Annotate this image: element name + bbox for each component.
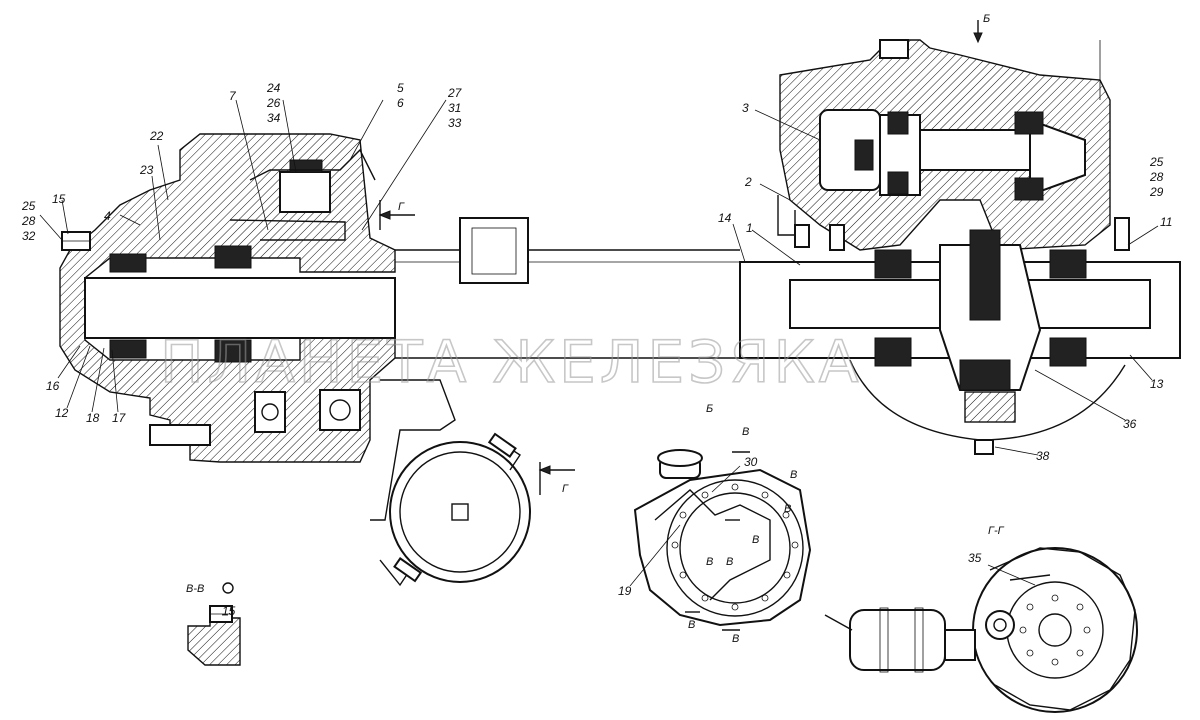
callout-1: 1 bbox=[746, 221, 753, 235]
section-gg-title: Г-Г bbox=[988, 525, 1005, 537]
differential-assembly bbox=[739, 20, 1181, 455]
section-vv-detail bbox=[187, 582, 241, 666]
callout-28-left: 28 bbox=[21, 214, 36, 228]
callout-7: 7 bbox=[229, 89, 237, 103]
arrow-v-5: В bbox=[706, 556, 713, 568]
callout-15-section: 15 bbox=[222, 604, 236, 618]
section-vv-title: В-В bbox=[186, 583, 204, 595]
callout-27: 27 bbox=[447, 86, 463, 100]
left-hub-assembly bbox=[59, 133, 740, 587]
callout-17: 17 bbox=[112, 411, 127, 425]
arrow-b-label: Б bbox=[983, 13, 990, 25]
callout-31: 31 bbox=[448, 101, 461, 115]
callout-3: 3 bbox=[742, 101, 749, 115]
section-gg-brake bbox=[824, 547, 1138, 713]
arrow-v-7: В bbox=[688, 619, 695, 631]
callout-12: 12 bbox=[55, 406, 69, 420]
callout-25-left: 25 bbox=[21, 199, 36, 213]
callout-16: 16 bbox=[46, 379, 60, 393]
leader-lines bbox=[39, 99, 1159, 616]
callout-labels: 7 24 26 34 5 6 27 31 33 22 23 15 25 28 3… bbox=[21, 81, 1172, 618]
section-arrow-g-top bbox=[378, 200, 415, 230]
callout-2: 2 bbox=[744, 175, 752, 189]
callout-18: 18 bbox=[86, 411, 100, 425]
arrow-v-1: В bbox=[742, 426, 749, 438]
section-arrow-g-bottom bbox=[538, 462, 575, 495]
arrow-g-bottom-label: Г bbox=[562, 483, 569, 495]
callout-11: 11 bbox=[1160, 215, 1172, 229]
callout-13: 13 bbox=[1150, 377, 1164, 391]
arrow-v-2: В bbox=[790, 469, 797, 481]
callout-30: 30 bbox=[744, 455, 758, 469]
arrow-v-4: В bbox=[752, 534, 759, 546]
callout-14: 14 bbox=[718, 211, 732, 225]
callout-5: 5 bbox=[397, 81, 404, 95]
callout-36: 36 bbox=[1123, 417, 1137, 431]
view-b-title: Б bbox=[706, 403, 713, 415]
callout-38: 38 bbox=[1036, 449, 1050, 463]
callout-33: 33 bbox=[448, 116, 462, 130]
callout-29: 29 bbox=[1149, 185, 1164, 199]
callout-25-right: 25 bbox=[1149, 155, 1164, 169]
callout-26: 26 bbox=[266, 96, 281, 110]
section-marker-box bbox=[459, 217, 529, 284]
arrow-v-6: В bbox=[726, 556, 733, 568]
callout-23: 23 bbox=[139, 163, 154, 177]
flange-bolt-holes bbox=[671, 483, 799, 611]
section-letters: Б Б В-В Г-Г Г Г В В В В В В В В bbox=[186, 13, 1005, 645]
callout-15: 15 bbox=[52, 192, 66, 206]
view-b-flange bbox=[633, 449, 812, 631]
callout-35: 35 bbox=[968, 551, 982, 565]
arrow-v-8: В bbox=[732, 633, 739, 645]
callout-24: 24 bbox=[266, 81, 281, 95]
callout-34: 34 bbox=[267, 111, 281, 125]
arrow-g-top-label: Г bbox=[398, 201, 405, 213]
watermark: ПЛАНЕТА ЖЕЛЕЗЯКА bbox=[160, 328, 862, 396]
arrow-v-3: В bbox=[784, 503, 791, 515]
callout-6: 6 bbox=[397, 96, 404, 110]
callout-28-right: 28 bbox=[1149, 170, 1164, 184]
callout-19: 19 bbox=[618, 584, 632, 598]
callout-22: 22 bbox=[149, 129, 164, 143]
callout-4: 4 bbox=[104, 209, 111, 223]
callout-32: 32 bbox=[22, 229, 36, 243]
